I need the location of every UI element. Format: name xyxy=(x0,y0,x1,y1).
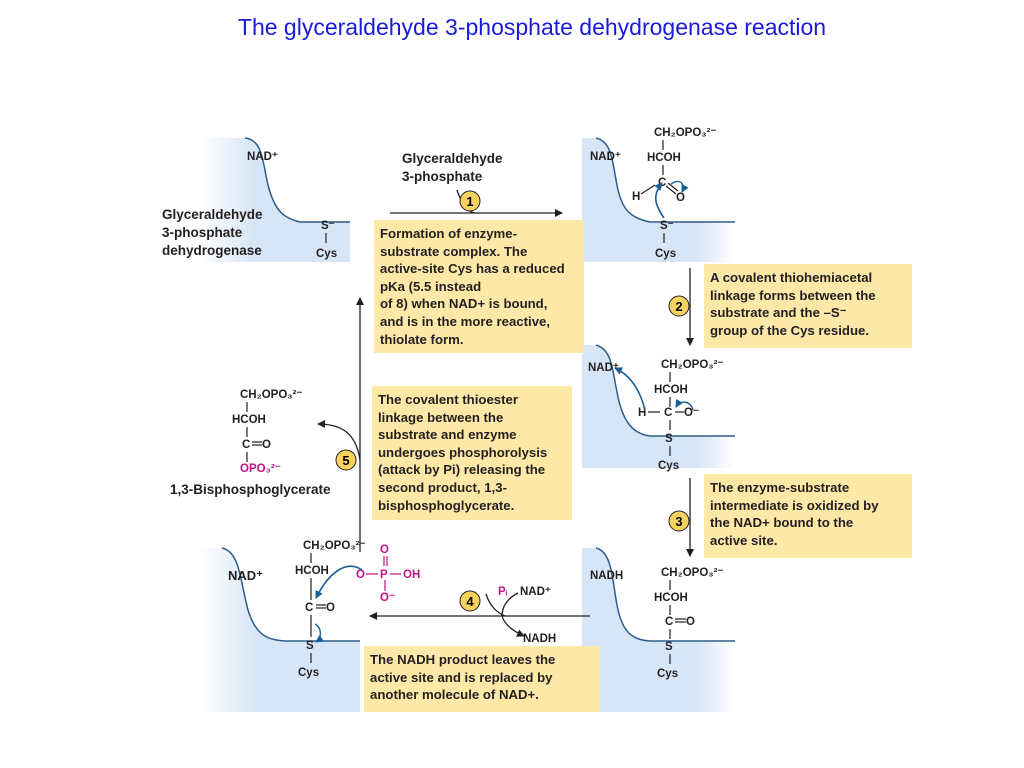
product-label: 1,3-Bisphosphoglycerate xyxy=(170,482,331,497)
s-bottom-left: S xyxy=(306,640,314,652)
svg-text:4: 4 xyxy=(466,594,474,609)
s-minus-top-right: S⁻ xyxy=(660,220,674,232)
enzyme-surface-bottom-right xyxy=(582,547,735,712)
c-middle-right: C xyxy=(664,407,672,419)
electron-arrow-bottom-left-s xyxy=(314,623,325,643)
o-top-right: O xyxy=(676,192,685,204)
cys-middle-right: Cys xyxy=(658,460,679,472)
svg-text:1: 1 xyxy=(466,194,473,209)
step-2-description: A covalent thiohemiacetal linkage forms … xyxy=(704,264,912,348)
nad-middle-right: NAD⁺ xyxy=(588,362,619,374)
phosphate-o-minus: O⁻ xyxy=(380,592,395,604)
cys-top-left: Cys xyxy=(316,248,337,260)
hcoh-product: HCOH xyxy=(232,414,266,426)
nad-entry-curve xyxy=(501,592,519,617)
enzyme-surface-top-left xyxy=(200,137,350,262)
nad-top-right: NAD⁺ xyxy=(590,151,621,163)
svg-text:2: 2 xyxy=(675,299,682,314)
ch2opo3-bottom-left: CH₂OPO₃²⁻ xyxy=(303,540,366,552)
svg-text:3: 3 xyxy=(675,514,682,529)
c-bottom-right: C xyxy=(665,616,673,628)
enzyme-label: Glyceraldehyde 3-phosphate dehydrogenase xyxy=(162,207,263,258)
electron-arrow-middle-right-o xyxy=(675,398,694,411)
phosphate-o-top: O xyxy=(380,544,389,556)
step-3-description: The enzyme-substrate intermediate is oxi… xyxy=(704,474,912,558)
slide-title: The glyceraldehyde 3-phosphate dehydroge… xyxy=(237,14,827,40)
o-minus-middle-right: O⁻ xyxy=(684,407,699,419)
o-product: O xyxy=(262,439,271,451)
ch2opo3-bottom-right: CH₂OPO₃²⁻ xyxy=(661,567,724,579)
step-4-description: The NADH product leaves the active site … xyxy=(364,646,600,712)
step-2-badge: 2 xyxy=(668,295,690,317)
phosphate-attack-arrow xyxy=(315,565,363,599)
enzyme-surface-bottom-left xyxy=(200,547,360,712)
h-top-right: H xyxy=(632,191,640,203)
cys-bottom-left: Cys xyxy=(298,667,319,679)
hcoh-bottom-right: HCOH xyxy=(654,592,688,604)
ch2opo3-top-right: CH₂OPO₃²⁻ xyxy=(654,127,717,139)
o-bottom-left: O xyxy=(326,602,335,614)
nad-step4: NAD⁺ xyxy=(520,586,551,598)
c-bottom-left: C xyxy=(305,602,313,614)
electron-arrow-top-right xyxy=(654,182,665,219)
nad-bottom-left: NAD⁺ xyxy=(228,568,263,583)
hcoh-top-right: HCOH xyxy=(647,152,681,164)
s-middle-right: S xyxy=(665,433,673,445)
cys-bottom-right: Cys xyxy=(657,668,678,680)
s-bottom-right: S xyxy=(665,641,673,653)
step-1-description: Formation of enzyme- substrate complex. … xyxy=(374,220,584,353)
pi-label: Pᵢ xyxy=(498,586,508,598)
substrate-label: Glyceraldehyde 3-phosphate xyxy=(402,151,503,184)
o-bottom-right: O xyxy=(686,616,695,628)
ch2opo3-middle-right: CH₂OPO₃²⁻ xyxy=(661,359,724,371)
hcoh-bottom-left: HCOH xyxy=(295,565,329,577)
h-middle-right: H xyxy=(638,407,646,419)
opo3-product: OPO₃²⁻ xyxy=(240,463,281,475)
phosphate-oh: OH xyxy=(403,569,420,581)
step-4-badge: 4 xyxy=(459,590,481,612)
enzyme-surface-top-right xyxy=(582,137,735,262)
hydride-arrow-middle-right xyxy=(614,367,646,411)
hcoh-middle-right: HCOH xyxy=(654,384,688,396)
pi-entry-curve xyxy=(485,593,506,617)
s-minus-top-left: S⁻ xyxy=(321,220,335,232)
product-exit-curve xyxy=(317,420,361,461)
phosphate-o-left: O xyxy=(356,569,365,581)
step-5-badge: 5 xyxy=(335,449,357,471)
nadh-step4: NADH xyxy=(523,633,556,645)
nadh-exit-curve xyxy=(501,615,525,637)
electron-arrow-top-right-o xyxy=(670,180,689,193)
svg-text:5: 5 xyxy=(342,453,349,468)
phosphate-p: P xyxy=(380,569,388,581)
c-product: C xyxy=(242,439,250,451)
nadh-bottom-right: NADH xyxy=(590,570,623,582)
ch2opo3-product: CH₂OPO₃²⁻ xyxy=(240,389,303,401)
cys-top-right: Cys xyxy=(655,248,676,260)
step-1-badge: 1 xyxy=(459,190,481,212)
step-3-badge: 3 xyxy=(668,510,690,532)
enzyme-surface-middle-right xyxy=(582,344,735,468)
nad-top-left: NAD⁺ xyxy=(247,151,278,163)
step-5-description: The covalent thioester linkage between t… xyxy=(372,386,572,520)
